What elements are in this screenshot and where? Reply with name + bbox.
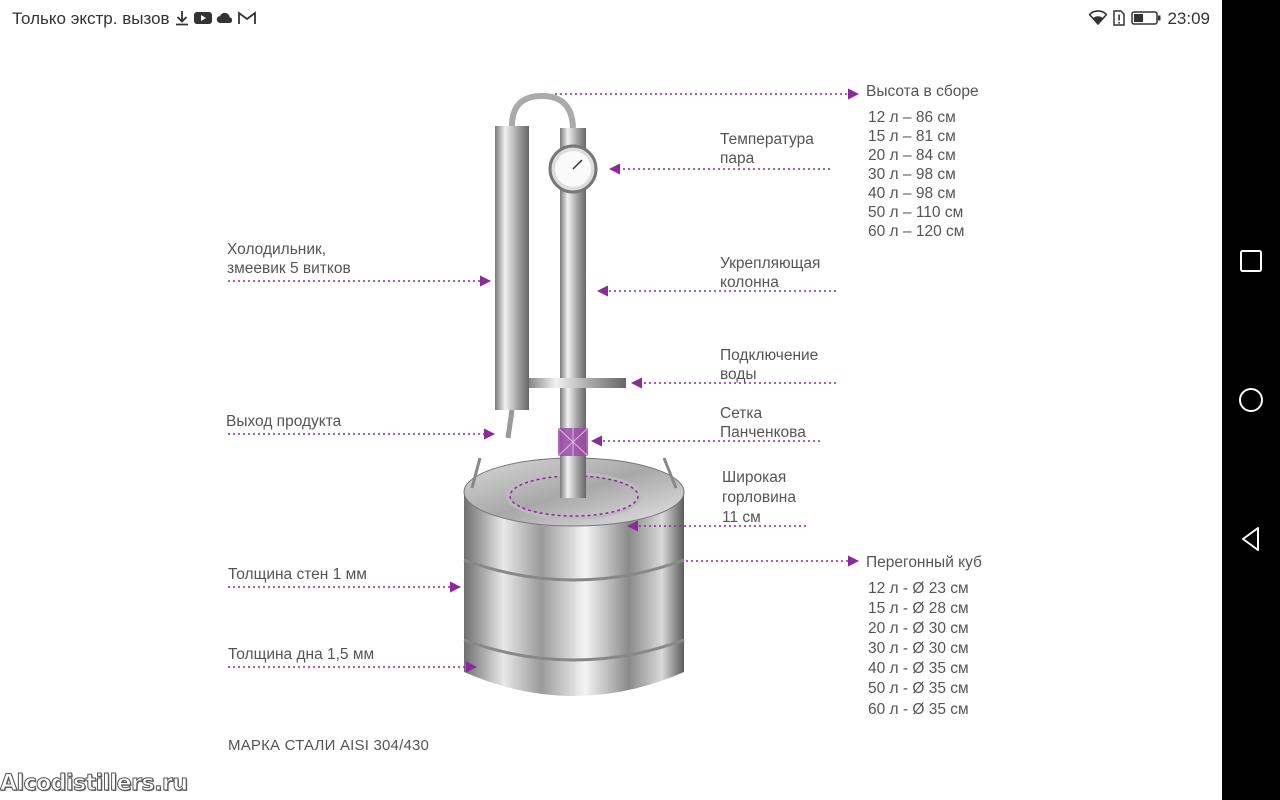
youtube-icon — [193, 11, 212, 28]
label-line: Панченкова — [720, 424, 806, 441]
watermark: Alcodistillers.ru — [0, 771, 188, 797]
recent-apps-button[interactable] — [1236, 246, 1266, 276]
label-bottom: Толщина дна 1,5 мм — [228, 646, 375, 663]
label-line: Сетка — [720, 405, 763, 422]
diameter-list: 12 л - Ø 23 см 15 л - Ø 28 см 20 л - Ø 3… — [868, 579, 969, 720]
list-item: 50 л – 110 см — [868, 204, 964, 221]
carrier-text: Только экстр. вызов — [12, 9, 170, 28]
status-bar: Только экстр. вызов 23:09 — [0, 0, 1222, 36]
download-icon — [174, 10, 190, 29]
clock-time: 23:09 — [1167, 9, 1210, 28]
label-steam-temp: Температура пара — [720, 130, 814, 168]
battery-icon — [1131, 10, 1161, 28]
square-icon — [1240, 250, 1262, 272]
label-mesh: Сетка Панченкова — [720, 404, 806, 442]
list-item: 12 л – 86 см — [868, 109, 956, 126]
label-line: Температура — [720, 131, 814, 148]
circle-icon — [1239, 388, 1263, 412]
cloud-icon — [216, 11, 234, 27]
alert-sim-icon — [1113, 9, 1126, 29]
steel-grade: МАРКА СТАЛИ AISI 304/430 — [228, 737, 430, 754]
list-item: 50 л - Ø 35 см — [868, 680, 969, 698]
label-line: горловина — [722, 489, 796, 506]
list-item: 60 л – 120 см — [868, 223, 965, 240]
list-item: 15 л - Ø 28 см — [868, 600, 969, 618]
label-line: Укрепляющая — [720, 255, 821, 272]
list-item: 20 л – 84 см — [868, 147, 956, 164]
home-button[interactable] — [1236, 385, 1266, 415]
label-line: воды — [720, 366, 757, 383]
label-output: Выход продукта — [226, 413, 342, 430]
list-item: 20 л - Ø 30 см — [868, 620, 969, 638]
label-line: колонна — [720, 274, 779, 291]
list-item: 12 л - Ø 23 см — [868, 580, 969, 597]
label-cooler: Холодильник, змеевик 5 витков — [227, 240, 351, 278]
cooler — [495, 92, 576, 439]
thermometer — [548, 144, 598, 194]
height-list: 12 л – 86 см 15 л – 81 см 20 л – 84 см 3… — [868, 108, 964, 241]
wifi-icon — [1088, 10, 1109, 28]
label-water: Подключение воды — [720, 346, 818, 384]
label-neck: Широкая горловина 11 см — [722, 468, 796, 528]
label-wall: Толщина стен 1 мм — [228, 566, 367, 583]
list-item: 30 л – 98 см — [868, 166, 956, 183]
label-line: Широкая — [722, 469, 787, 486]
list-item: 30 л - Ø 30 см — [868, 640, 969, 658]
label-still: Перегонный куб — [866, 554, 982, 571]
callout-lines — [228, 88, 860, 673]
label-line: пара — [720, 150, 755, 167]
label-line: Подключение — [720, 347, 819, 364]
list-item: 15 л – 81 см — [868, 128, 956, 145]
label-height-assembled: Высота в сборе — [866, 83, 979, 100]
list-item: 60 л - Ø 35 см — [868, 700, 969, 718]
back-button[interactable] — [1236, 524, 1266, 554]
distiller-diagram — [228, 88, 860, 696]
list-item: 40 л - Ø 35 см — [868, 660, 969, 678]
navigation-bar — [1222, 0, 1280, 800]
gmail-icon — [237, 10, 256, 28]
status-left: Только экстр. вызов — [12, 9, 256, 29]
label-line: Холодильник, — [227, 241, 327, 258]
label-line: 11 см — [722, 509, 761, 526]
status-right: 23:09 — [1088, 9, 1210, 29]
list-item: 40 л – 98 см — [868, 185, 956, 202]
label-line: змеевик 5 витков — [227, 260, 351, 277]
triangle-back-icon — [1242, 527, 1259, 551]
label-column: Укрепляющая колонна — [720, 254, 820, 292]
